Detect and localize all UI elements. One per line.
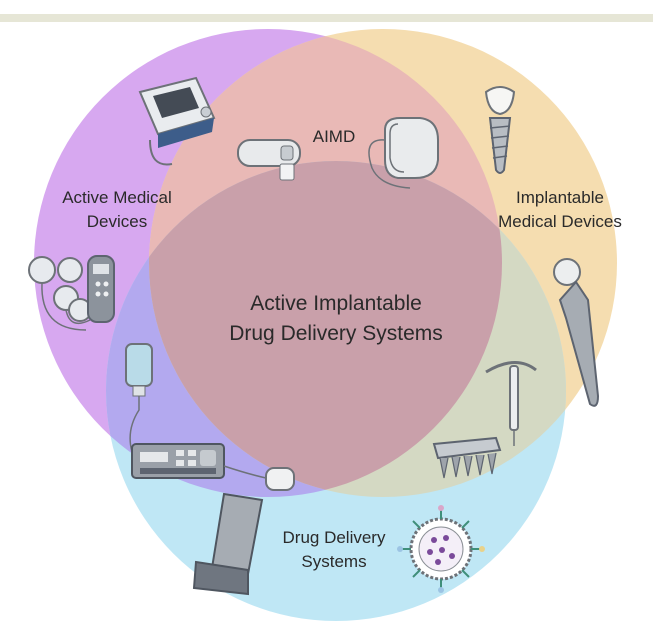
capsule-pump-icon (237, 139, 301, 181)
drug-delivery-systems-label-line1: Drug Delivery (283, 528, 386, 547)
top-divider (0, 14, 653, 22)
implantable-medical-devices-label-line1: Implantable (516, 188, 604, 207)
aimd-label: AIMD (313, 127, 356, 146)
hip-implant-icon (553, 258, 600, 407)
bedside-monitor-icon (138, 76, 216, 166)
center-label-line1: Active Implantable (250, 292, 422, 315)
active-medical-devices-label-line2: Devices (87, 212, 147, 231)
tens-unit-icon (28, 255, 115, 331)
inhaler-icon (192, 492, 264, 596)
microneedle-patch-icon (432, 436, 502, 479)
drug-delivery-systems-label-line2: Systems (301, 552, 366, 571)
liposome-icon (397, 505, 485, 593)
patch-pump-icon (265, 467, 295, 491)
pacemaker-icon (368, 117, 439, 189)
center-overlap-region (149, 161, 502, 497)
iud-icon (485, 361, 537, 446)
center-label-line2: Drug Delivery Systems (229, 322, 443, 345)
implantable-medical-devices-label-line2: Medical Devices (498, 212, 622, 231)
dental-implant-icon (484, 86, 516, 174)
infusion-pump-icon (131, 443, 267, 479)
iv-bag-icon (125, 343, 153, 453)
active-medical-devices-label-line1: Active Medical (62, 188, 172, 207)
